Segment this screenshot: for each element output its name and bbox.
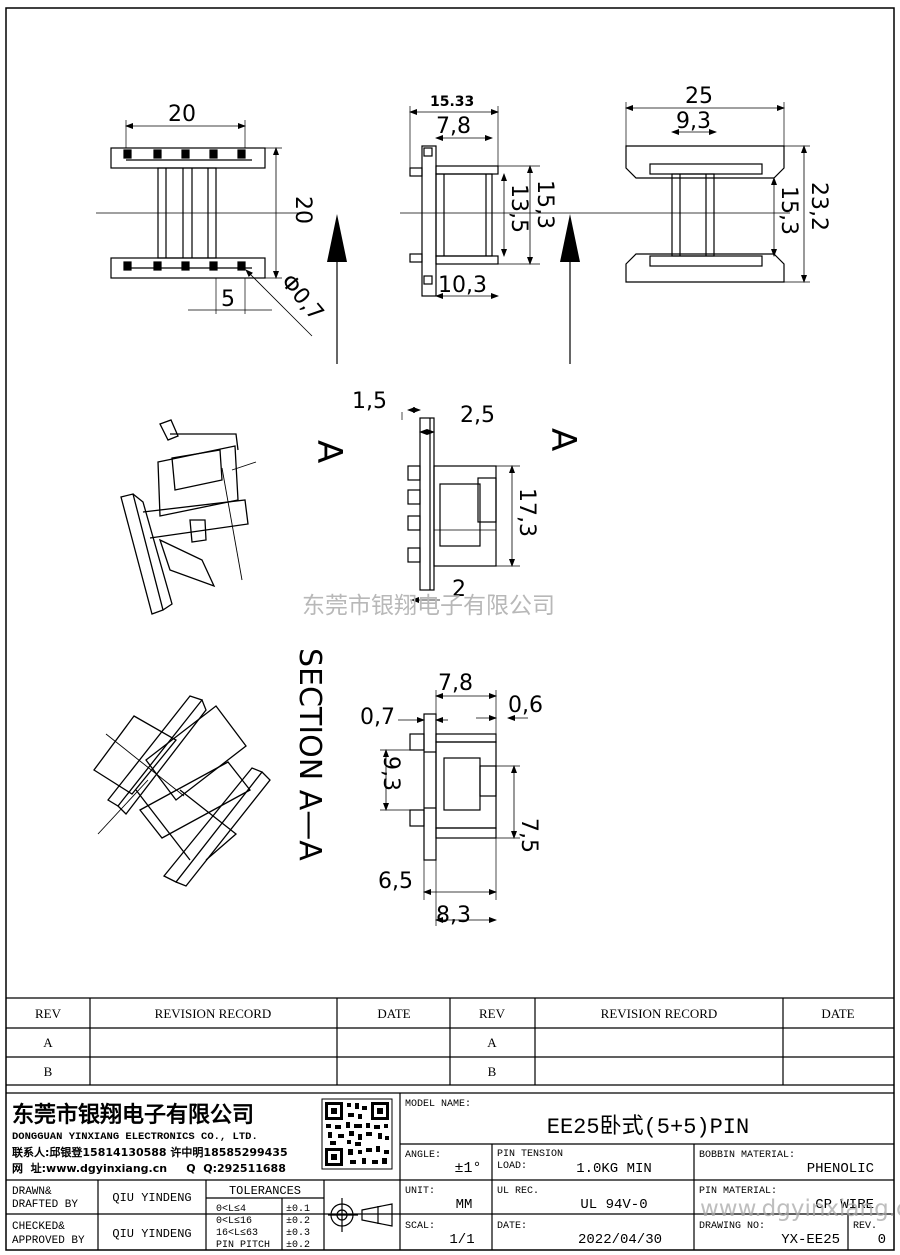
company-name-en: DONGGUAN YINXIANG ELECTRONICS CO., LTD. bbox=[12, 1131, 258, 1143]
company-name-cn: 东莞市银翔电子有限公司 bbox=[12, 1102, 254, 1128]
dim-side-153: 15,3 bbox=[532, 180, 557, 229]
rev-row-a-1: A bbox=[43, 1035, 53, 1050]
pin-tension-label: PIN TENSION bbox=[497, 1149, 563, 1160]
company-web: 网 址:www.dgyinxiang.cn Q Q:292511688 bbox=[12, 1161, 286, 1175]
dim-sec-65: 6,5 bbox=[378, 869, 413, 894]
dim-sec-93: 9,3 bbox=[378, 756, 403, 791]
tol-range-2: 0<L≤16 bbox=[216, 1216, 252, 1227]
date-label: DATE: bbox=[497, 1221, 527, 1232]
isometric-view-bottom bbox=[93, 695, 271, 887]
watermark-company: 东莞市银翔电子有限公司 bbox=[302, 593, 555, 619]
dim-sec-07: 0,7 bbox=[360, 705, 395, 730]
dim-sec-75: 7,5 bbox=[516, 818, 541, 853]
pin-tension-value: 1.0KG MIN bbox=[576, 1161, 652, 1177]
checked-label-2: APPROVED BY bbox=[12, 1235, 85, 1247]
dim-side-total: 15.33 bbox=[430, 94, 474, 110]
scal-label: SCAL: bbox=[405, 1221, 435, 1232]
rev-header-record-1: REVISION RECORD bbox=[155, 1006, 272, 1021]
company-contacts: 联系人:邱银登15814130588 许中明18585299435 bbox=[12, 1145, 288, 1159]
checked-label-1: CHECKED& bbox=[12, 1221, 65, 1233]
rev-row-b-2: B bbox=[488, 1064, 497, 1079]
drawn-label-2: DRAFTED BY bbox=[12, 1199, 78, 1211]
dim-pin-dia: Φ0,7 bbox=[275, 270, 328, 326]
dim-end-93: 9,3 bbox=[676, 109, 711, 134]
section-title: SECTION A—A bbox=[292, 648, 327, 861]
tol-range-1: 0<L≤4 bbox=[216, 1204, 246, 1215]
rev-row-a-2: A bbox=[487, 1035, 497, 1050]
front-section-view bbox=[401, 407, 520, 603]
rev-header-rev-1: REV bbox=[35, 1006, 62, 1021]
revision-table bbox=[6, 997, 894, 1094]
unit-value: MM bbox=[456, 1197, 473, 1213]
dim-side-135: 13,5 bbox=[506, 184, 531, 233]
dim-end-25: 25 bbox=[685, 84, 713, 109]
projection-symbol-icon bbox=[328, 1198, 393, 1232]
rev-header-rev-2: REV bbox=[479, 1006, 506, 1021]
bobbin-material-label: BOBBIN MATERIAL: bbox=[699, 1150, 795, 1161]
ul-rec-label: UL REC. bbox=[497, 1186, 539, 1197]
drawing-no-value: YX-EE25 bbox=[781, 1232, 840, 1248]
dim-mid-25: 2,5 bbox=[460, 403, 495, 428]
tol-value-4: ±0.2 bbox=[286, 1240, 310, 1251]
tol-range-3: 16<L≤63 bbox=[216, 1228, 258, 1239]
isometric-view-top bbox=[120, 419, 257, 615]
tol-value-1: ±0.1 bbox=[286, 1204, 310, 1215]
rev-label: REV. bbox=[853, 1221, 877, 1232]
dim-mid-173: 17,3 bbox=[514, 488, 539, 537]
section-arrow-left bbox=[327, 214, 347, 364]
model-name-label: MODEL NAME: bbox=[405, 1099, 471, 1110]
load-label: LOAD: bbox=[497, 1161, 527, 1172]
tol-range-4: PIN PITCH bbox=[216, 1240, 270, 1251]
drawn-label-1: DRAWN& bbox=[12, 1186, 52, 1198]
pin-material-value: CP WIRE bbox=[815, 1197, 874, 1213]
drawn-by-value: QIU YINDENG bbox=[112, 1191, 191, 1205]
end-view bbox=[610, 102, 810, 283]
rev-value: 0 bbox=[878, 1232, 886, 1248]
bobbin-material-value: PHENOLIC bbox=[807, 1161, 874, 1177]
angle-value: ±1° bbox=[454, 1160, 481, 1177]
ul-rec-value: UL 94V-0 bbox=[580, 1197, 647, 1213]
title-block-grid bbox=[6, 1093, 894, 1250]
section-arrow-right bbox=[560, 214, 580, 364]
dim-side-inner: 7,8 bbox=[436, 114, 471, 139]
dim-top-width: 20 bbox=[168, 102, 196, 127]
rev-row-b-1: B bbox=[44, 1064, 53, 1079]
dim-end-232: 23,2 bbox=[806, 182, 831, 231]
dim-mid-2: 2 bbox=[452, 577, 466, 602]
tol-value-2: ±0.2 bbox=[286, 1216, 310, 1227]
tol-value-3: ±0.3 bbox=[286, 1228, 310, 1239]
pin-material-label: PIN MATERIAL: bbox=[699, 1186, 777, 1197]
dim-top-height: 20 bbox=[290, 196, 315, 224]
dim-side-103: 10,3 bbox=[438, 273, 487, 298]
qr-code bbox=[321, 1098, 393, 1170]
side-view bbox=[400, 106, 610, 299]
model-name: EE25卧式(5+5)PIN bbox=[547, 1114, 749, 1140]
section-letter-right: A bbox=[543, 428, 583, 451]
rev-header-date-2: DATE bbox=[821, 1006, 854, 1021]
watermark-url: www.dgyinxiang.cn bbox=[700, 1196, 900, 1222]
sheet-border bbox=[5, 7, 895, 1251]
section-letter-left: A bbox=[309, 440, 349, 463]
dim-sec-78: 7,8 bbox=[438, 671, 473, 696]
dim-sec-06: 0,6 bbox=[508, 693, 543, 718]
dim-end-153: 15,3 bbox=[776, 186, 801, 235]
checked-by-value: QIU YINDENG bbox=[112, 1227, 191, 1241]
dim-pin-pitch: 5 bbox=[221, 287, 235, 312]
drawing-no-label: DRAWING NO: bbox=[699, 1221, 765, 1232]
top-view bbox=[96, 120, 313, 337]
scale-value: 1/1 bbox=[449, 1232, 474, 1248]
unit-label: UNIT: bbox=[405, 1186, 435, 1197]
dim-mid-15: 1,5 bbox=[352, 389, 387, 414]
date-value: 2022/04/30 bbox=[578, 1232, 662, 1248]
rev-header-record-2: REVISION RECORD bbox=[601, 1006, 718, 1021]
tolerances-label: TOLERANCES bbox=[229, 1184, 301, 1198]
angle-label: ANGLE: bbox=[405, 1150, 441, 1161]
rev-header-date-1: DATE bbox=[377, 1006, 410, 1021]
dim-sec-83: 8,3 bbox=[436, 903, 471, 928]
section-aa-view bbox=[380, 690, 528, 926]
